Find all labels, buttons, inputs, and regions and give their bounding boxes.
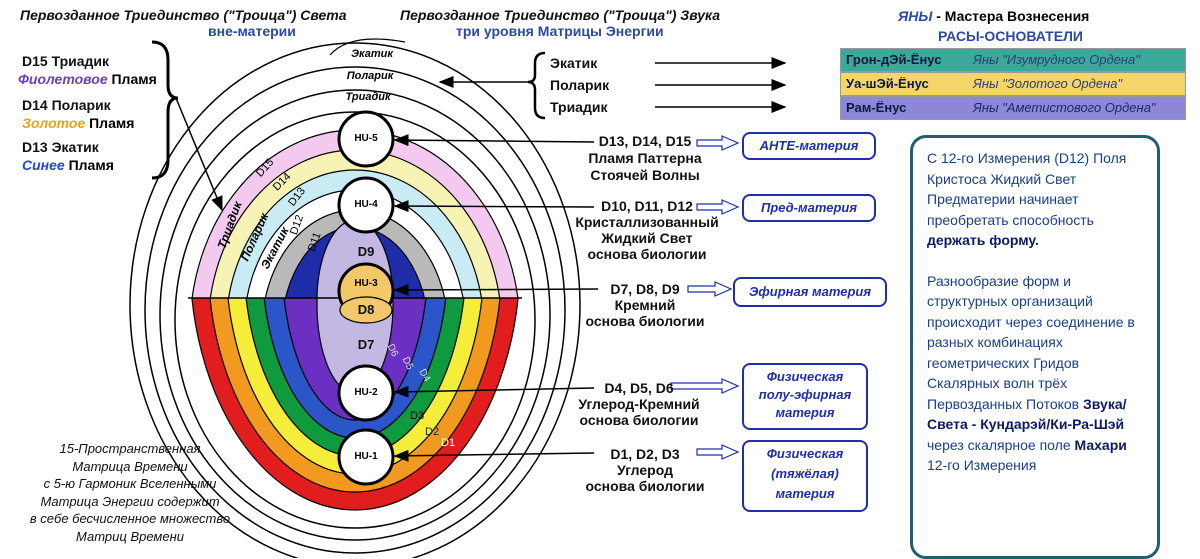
- matter-dense: Физическая(тяжёлая)материя: [742, 440, 868, 512]
- hu-1-circle: [337, 428, 395, 486]
- sound-polarik: Поларик: [550, 77, 610, 93]
- header-light-title: Первозданное Триединство ("Троица") Свет…: [20, 7, 347, 23]
- dim-d2: D2: [425, 426, 440, 438]
- ring-label-polarik: Поларик: [346, 70, 394, 82]
- flame-d13-label: D13 Экатик: [22, 139, 99, 155]
- d8-oval: [339, 296, 393, 324]
- hu-1-label: HU-1: [354, 451, 378, 462]
- header-sound-subtitle: три уровня Матрицы Энергии: [456, 23, 664, 39]
- hu-2-label: HU-2: [354, 387, 378, 398]
- hu-5-label: HU-5: [354, 133, 378, 144]
- hu-2-circle: [337, 364, 395, 422]
- flames-bracket: [151, 40, 179, 180]
- matter-ante: АНТЕ-материя: [742, 132, 876, 160]
- dim-d7: D7: [357, 337, 375, 352]
- sound-triadik: Триадик: [550, 99, 608, 115]
- sound-ekatik: Экатик: [550, 55, 598, 71]
- flame-d14: Золотое Пламя: [22, 115, 135, 131]
- ring-label-triadik: Триадик: [345, 91, 391, 103]
- matter-etheric: Эфирная материя: [733, 277, 887, 307]
- flame-d15: Фиолетовое Пламя: [18, 71, 157, 87]
- info-box: С 12-го Измерения (D12) Поля Кристоса Жи…: [910, 135, 1160, 559]
- hu-4-label: HU-4: [354, 199, 378, 210]
- header-sound-title: Первозданное Триединство ("Троица") Звук…: [400, 7, 721, 23]
- header-light-subtitle: вне-материи: [208, 23, 296, 39]
- info-paragraph-2: Разнообразие форм и структурных организа…: [927, 272, 1135, 474]
- dim-d8: D8: [357, 302, 375, 317]
- matrix-note: 15-Пространственная Матрица Времени с 5-…: [29, 441, 231, 544]
- info-paragraph-1: С 12-го Измерения (D12) Поля Кристоса Жи…: [927, 150, 1127, 248]
- header-yany: ЯНЫ - Мастера Вознесения: [898, 8, 1090, 24]
- flame-d15-label: D15 Триадик: [22, 53, 110, 69]
- hu-4-circle: [337, 176, 395, 234]
- flame-d14-label: D14 Поларик: [22, 97, 111, 113]
- sound-bracket: [527, 51, 546, 120]
- hu-3-label: HU-3: [354, 278, 378, 289]
- dim-d9: D9: [357, 244, 375, 259]
- dim-d3: D3: [410, 410, 425, 422]
- header-races: РАСЫ-ОСНОВАТЕЛИ: [938, 28, 1083, 44]
- hu-5-circle: [337, 110, 395, 168]
- flame-d13: Синее Пламя: [22, 157, 114, 173]
- dim-d1: D1: [441, 437, 456, 449]
- matter-pred: Пред-материя: [742, 194, 876, 222]
- ring-label-ekatik: Экатик: [351, 48, 393, 60]
